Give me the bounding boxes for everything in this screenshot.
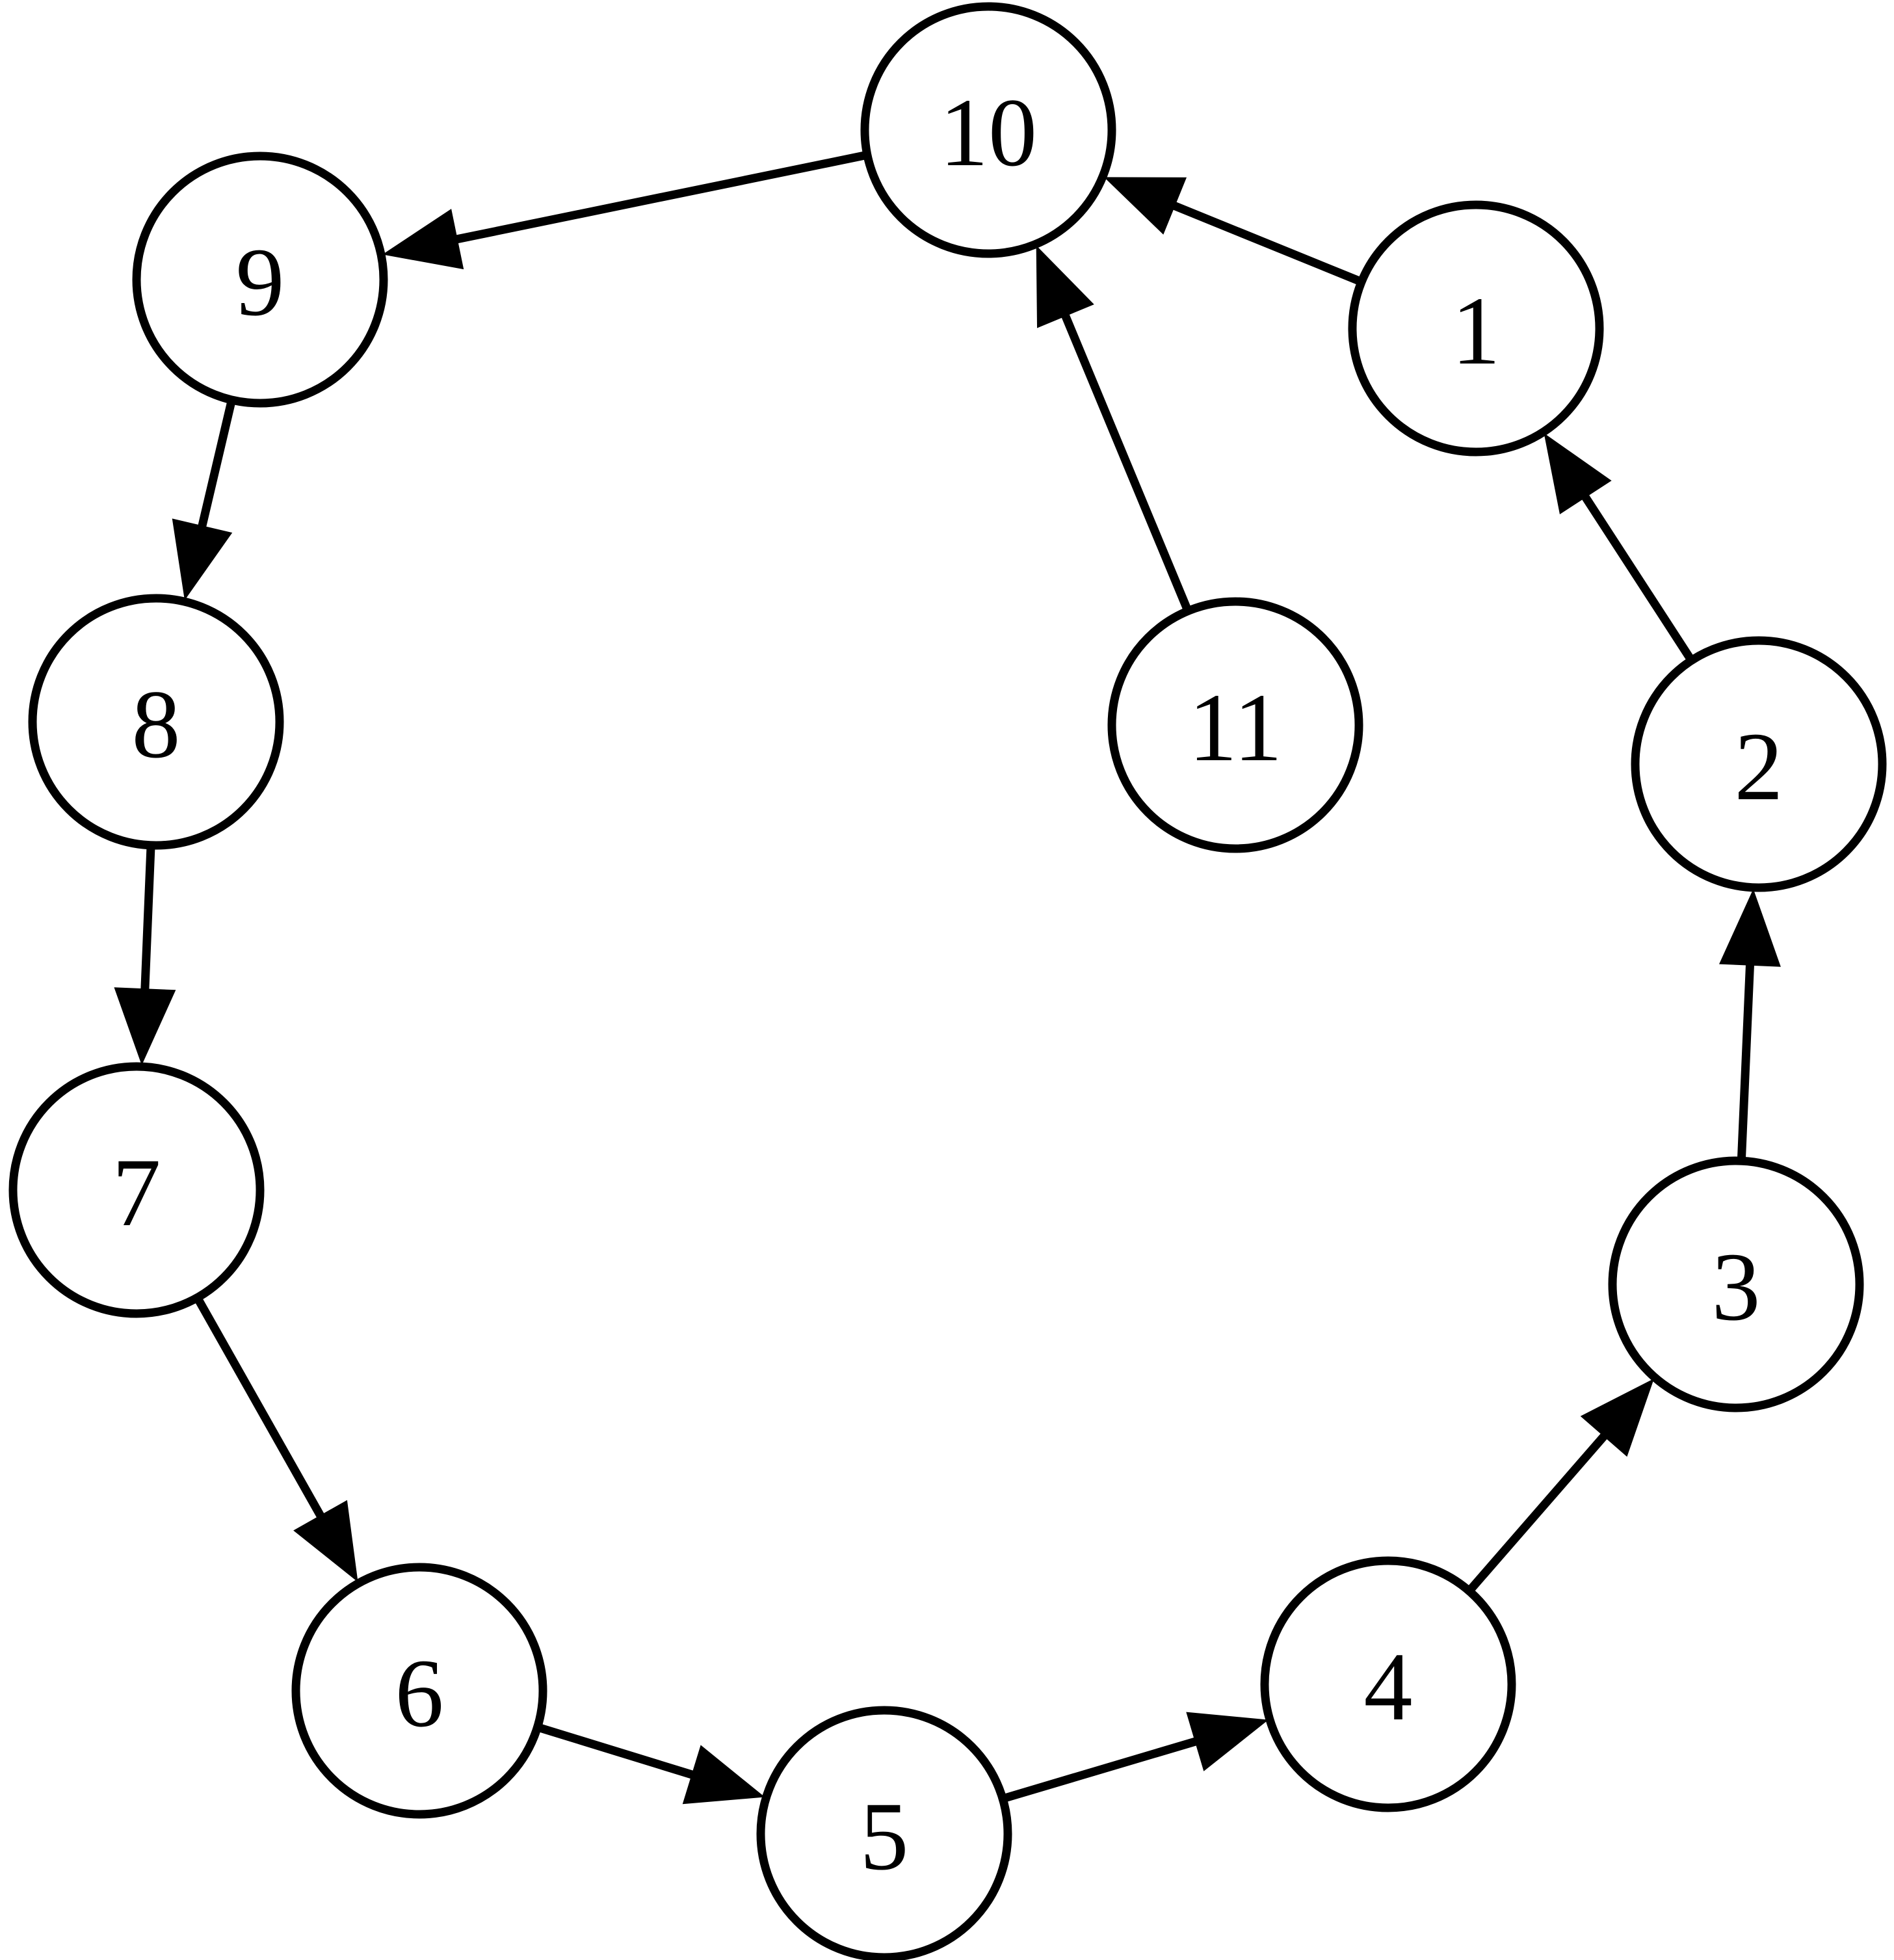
- graph-node-11[interactable]: 11: [1107, 597, 1363, 853]
- node-circle[interactable]: [860, 2, 1116, 258]
- graph-edge: [114, 847, 176, 1066]
- node-label: 6: [395, 1639, 444, 1747]
- node-circle[interactable]: [756, 1706, 1012, 1960]
- arrowhead-icon: [114, 987, 176, 1066]
- arrowhead-icon: [172, 518, 233, 601]
- edge-line: [1578, 490, 1694, 661]
- nodes-layer: 1 2 3 4 5 6 7 8 9 10 11: [8, 2, 1887, 1960]
- node-label: 4: [1364, 1633, 1413, 1741]
- edge-line: [450, 151, 866, 245]
- node-label: 11: [1189, 674, 1282, 782]
- arrowhead-icon: [1544, 433, 1612, 514]
- node-circle[interactable]: [1631, 636, 1887, 892]
- graph-edge: [1103, 177, 1361, 285]
- graph-node-3[interactable]: 3: [1608, 1156, 1864, 1412]
- node-circle[interactable]: [1107, 597, 1363, 853]
- arrowhead-icon: [293, 1500, 358, 1582]
- graph-node-7[interactable]: 7: [8, 1062, 265, 1318]
- edge-line: [1737, 959, 1755, 1159]
- graph-edge: [1004, 1712, 1269, 1803]
- graph-node-8[interactable]: 8: [28, 594, 284, 850]
- graph-node-10[interactable]: 10: [860, 2, 1116, 258]
- edge-line: [1004, 1736, 1203, 1803]
- arrowhead-icon: [382, 209, 464, 270]
- graph-edge: [172, 401, 235, 601]
- edge-line: [1059, 308, 1191, 611]
- node-circle[interactable]: [132, 152, 388, 408]
- edge-line: [194, 1297, 328, 1523]
- edge-line: [140, 847, 155, 996]
- node-label: 2: [1735, 713, 1783, 821]
- node-circle[interactable]: [1608, 1156, 1864, 1412]
- graph-edge: [1467, 1378, 1654, 1592]
- graph-node-6[interactable]: 6: [291, 1563, 547, 1819]
- node-circle[interactable]: [8, 1062, 265, 1318]
- node-circle[interactable]: [1348, 200, 1604, 457]
- node-label: 8: [132, 670, 181, 778]
- graph-node-9[interactable]: 9: [132, 152, 388, 408]
- node-circle[interactable]: [291, 1563, 547, 1819]
- arrowhead-icon: [1103, 177, 1187, 235]
- node-label: 10: [940, 79, 1037, 187]
- edge-line: [538, 1723, 700, 1781]
- arrowhead-icon: [1036, 245, 1094, 328]
- graph-node-2[interactable]: 2: [1631, 636, 1887, 892]
- arrowhead-icon: [1718, 888, 1781, 967]
- node-label: 7: [112, 1139, 161, 1247]
- edge-line: [1467, 1429, 1612, 1592]
- graph-node-1[interactable]: 1: [1348, 200, 1604, 457]
- node-label: 5: [860, 1782, 909, 1890]
- edge-line: [196, 401, 235, 533]
- edges-layer: [114, 151, 1781, 1805]
- node-label: 3: [1712, 1233, 1761, 1341]
- arrowhead-icon: [1186, 1712, 1269, 1771]
- edge-line: [1167, 199, 1361, 285]
- node-label: 9: [236, 228, 285, 336]
- graph-edge: [1718, 888, 1781, 1159]
- graph-node-4[interactable]: 4: [1260, 1556, 1516, 1812]
- graph-edge: [194, 1297, 358, 1582]
- arrowhead-icon: [1580, 1378, 1654, 1457]
- graph-edge: [538, 1723, 765, 1805]
- arrowhead-icon: [682, 1745, 765, 1805]
- graph-edge: [1544, 433, 1694, 661]
- graph-node-5[interactable]: 5: [756, 1706, 1012, 1960]
- graph-edge: [382, 151, 866, 270]
- graph-edge: [1036, 245, 1191, 611]
- node-label: 1: [1452, 277, 1501, 385]
- node-circle[interactable]: [1260, 1556, 1516, 1812]
- node-circle[interactable]: [28, 594, 284, 850]
